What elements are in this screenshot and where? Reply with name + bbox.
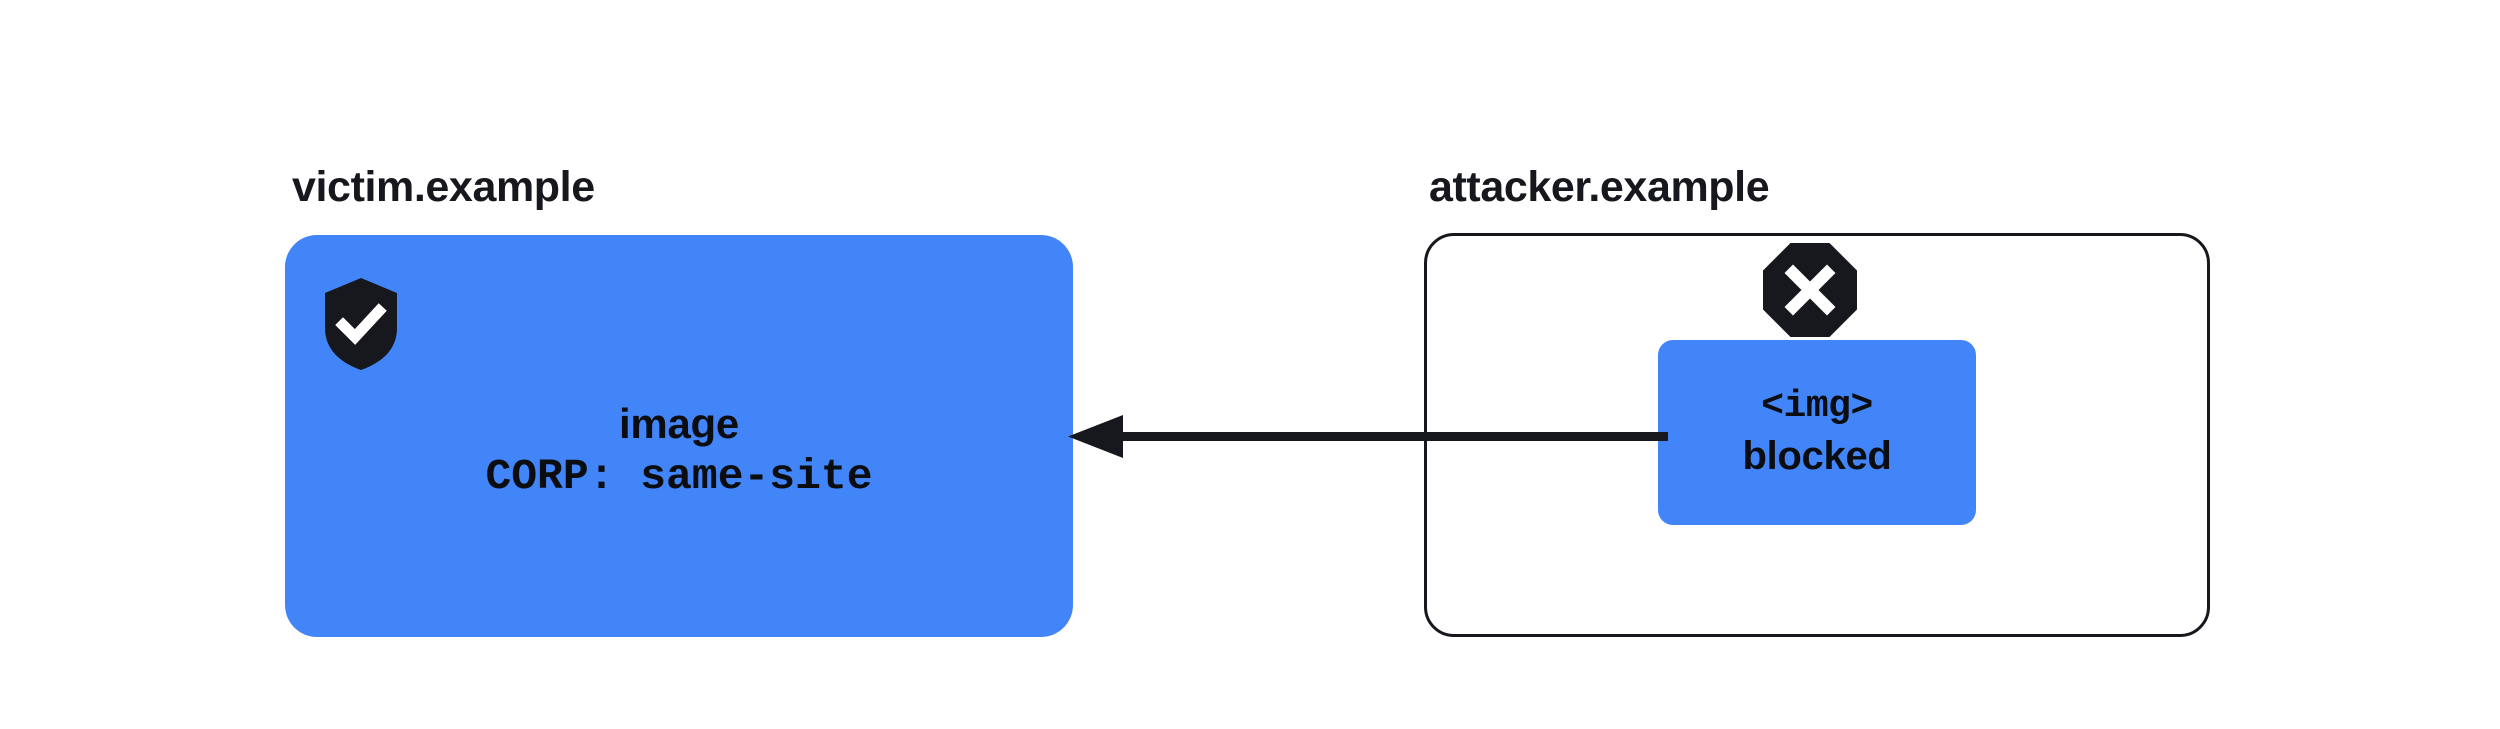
victim-resource-name: image [619, 400, 739, 447]
victim-origin-box: image CORP: same-site [285, 235, 1073, 637]
victim-origin-label: victim.example [292, 163, 595, 211]
shield-check-icon [325, 278, 397, 370]
blocked-request-arrow [1060, 400, 1668, 476]
attacker-origin-label: attacker.example [1429, 163, 1770, 211]
victim-corp-header: CORP: same-site [485, 451, 873, 501]
attacker-img-embed: <img> blocked [1658, 340, 1976, 525]
img-state-label: blocked [1742, 434, 1892, 479]
octagon-x-blocked-icon [1763, 243, 1857, 337]
victim-resource-text: image CORP: same-site [285, 399, 1073, 505]
img-tag-label: <img> [1761, 384, 1873, 428]
